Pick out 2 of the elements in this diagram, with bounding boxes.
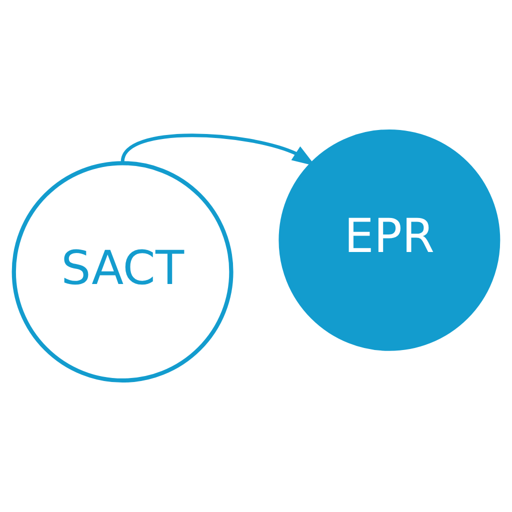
node-circle: SACT: [12, 161, 234, 383]
node-circle: EPR: [278, 129, 500, 351]
